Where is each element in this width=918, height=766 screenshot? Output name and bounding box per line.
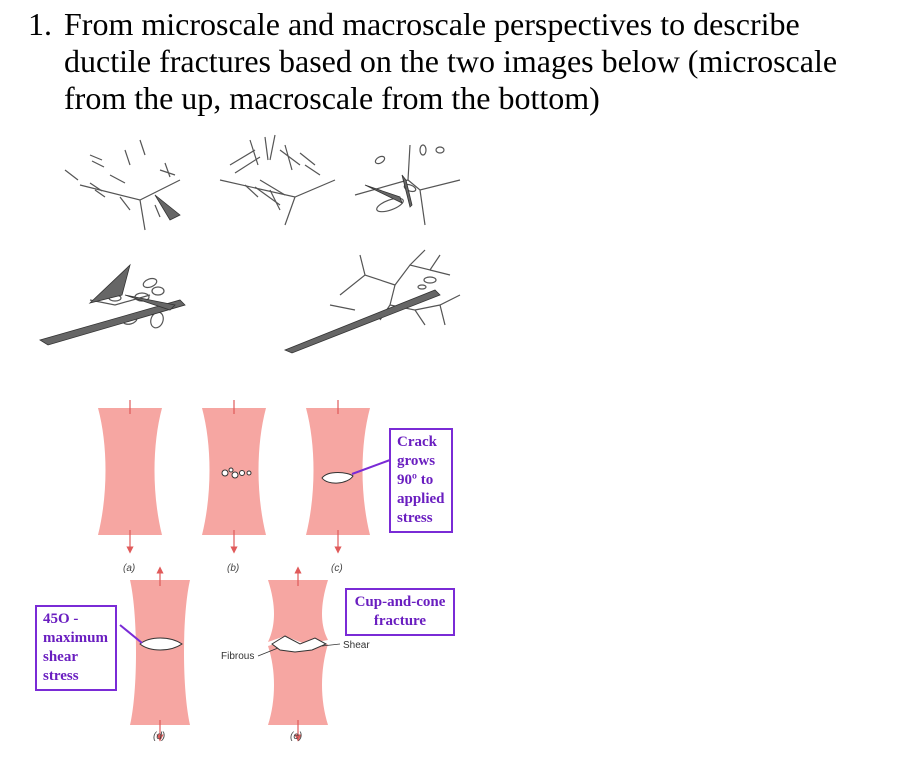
specimen-c [306,400,391,554]
callout-crack-line-5: stress [397,510,433,526]
caption-e: (e) [290,731,303,742]
callout-cup-line-1: Cup-and-cone [354,594,446,610]
callout-45-max-shear: 45O - maximum shear stress [35,605,117,691]
question-line-3: from the up, macroscale from the bottom) [64,80,600,116]
micro-crack-5 [283,289,441,354]
callout-crack-line-2: grows [397,453,436,469]
callout-shear-line-4: stress [43,668,79,684]
caption-a: (a) [123,563,136,574]
micro-panel-1 [64,139,181,231]
macroscale-figure [98,400,391,742]
micro-crack-1 [154,194,181,221]
callout-shear-line-2: maximum [43,630,108,646]
microscale-figure [39,134,461,354]
callout-crack-grows: Crack grows 90º to applied stress [389,428,453,533]
caption-b: (b) [227,563,240,574]
micro-crack-3b [401,174,413,208]
callout-shear-line-3: shear [43,649,78,665]
specimen-e [257,566,341,742]
question-number: 1. [28,6,52,42]
question-text: 1. From microscale and macroscale perspec… [28,6,913,117]
micro-crack-4a [88,263,131,304]
micro-panel-3 [354,144,461,226]
micro-panel-5 [329,249,461,326]
caption-d: (d) [153,731,166,742]
callout-shear-line-1: 45O - [43,611,79,627]
callout-crack-line-3: 90º to [397,472,434,488]
label-fibrous: Fibrous [221,651,255,662]
micro-panel-2 [219,134,336,226]
callout-cup-and-cone: Cup-and-cone fracture [345,588,455,636]
caption-c: (c) [331,563,343,574]
question-line-2: ductile fractures based on the two image… [64,43,838,79]
callout-crack-line-4: applied [397,491,445,507]
specimen-d [119,566,190,742]
callout-cup-line-2: fracture [373,613,427,629]
label-shear: Shear [343,640,370,651]
specimen-a [98,400,162,554]
callout-crack-line-1: Crack [397,434,437,450]
micro-crack-3a [364,184,403,204]
micro-crack-4c [124,294,176,311]
micro-crack-4b [39,299,186,346]
question-line-1: From microscale and macroscale perspecti… [64,6,800,42]
specimen-b [202,400,266,554]
